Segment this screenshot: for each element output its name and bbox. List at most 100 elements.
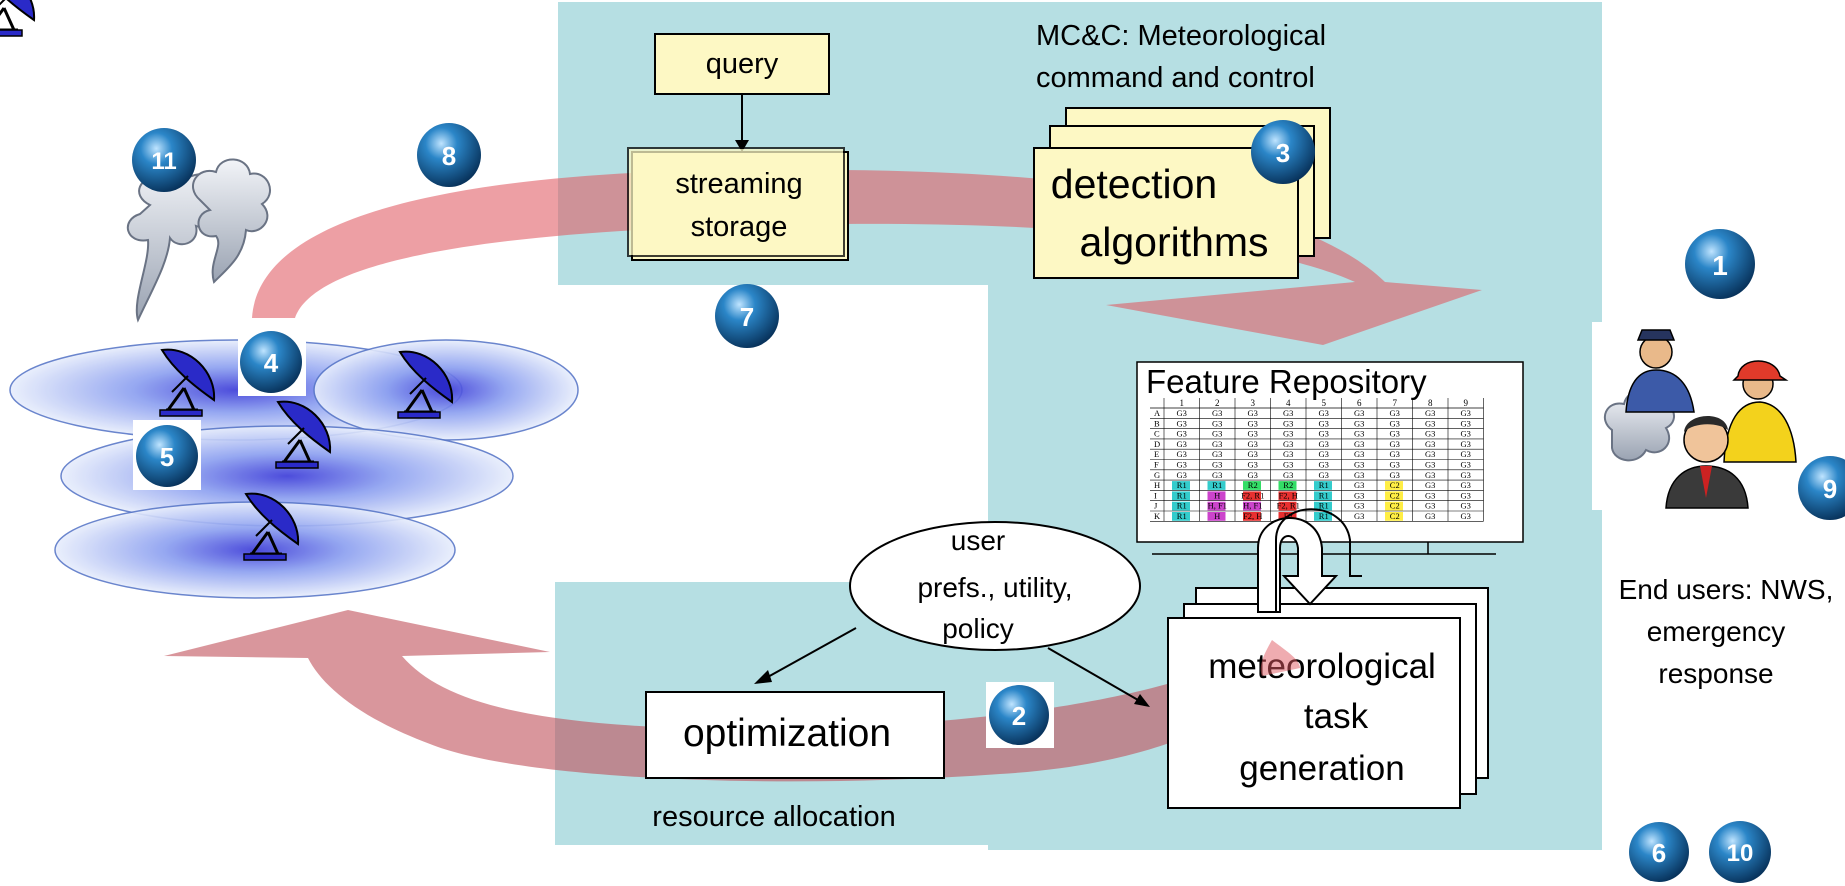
streaming-label: streaming xyxy=(675,168,802,200)
grid-cell-highlight xyxy=(1207,501,1226,511)
grid-cell-highlight xyxy=(1243,501,1261,511)
mcc-title-line2: command and control xyxy=(1036,62,1315,94)
grid-cell: G3 xyxy=(1248,408,1258,418)
grid-cell: G3 xyxy=(1319,460,1329,470)
grid-cell: R2 xyxy=(1248,480,1258,490)
grid-cell: G3 xyxy=(1390,408,1400,418)
detection-label-line2: algorithms xyxy=(1079,219,1268,265)
grid-cell-highlight xyxy=(1278,491,1297,501)
grid-cell: G3 xyxy=(1390,439,1400,449)
grid-cell: G3 xyxy=(1461,460,1471,470)
grid-col-header: 2 xyxy=(1215,398,1220,408)
task-label-line2: task xyxy=(1304,697,1369,736)
grid-col-header: 8 xyxy=(1428,398,1433,408)
grid-cell: G3 xyxy=(1354,511,1364,521)
grid-cell-highlight xyxy=(1314,501,1332,511)
grid-cell: G3 xyxy=(1425,418,1435,428)
grid-col-header: 3 xyxy=(1251,398,1256,408)
grid-cell: G3 xyxy=(1212,418,1222,428)
arrow-tail-overlay xyxy=(1260,640,1300,676)
step-badge-1: 1 xyxy=(1685,229,1755,299)
grid-cell: G3 xyxy=(1177,418,1187,428)
grid-cell: G3 xyxy=(1425,470,1435,480)
grid-cell: F2, H xyxy=(1279,490,1298,500)
grid-cell-highlight xyxy=(1172,512,1190,521)
grid-cell: G3 xyxy=(1425,449,1435,459)
svg-text:9: 9 xyxy=(1823,474,1837,504)
grid-col-header: 5 xyxy=(1322,398,1327,408)
svg-text:7: 7 xyxy=(740,302,754,332)
grid-cell: C2 xyxy=(1390,480,1400,490)
end-users-illustration xyxy=(1592,322,1797,510)
grid-cell-highlight xyxy=(1385,491,1403,501)
grid-cell: G3 xyxy=(1354,429,1364,439)
grid-cell: G3 xyxy=(1212,439,1222,449)
grid-cell: G3 xyxy=(1283,429,1293,439)
user-prefs-ellipse: user prefs., utility, policy xyxy=(849,521,1141,651)
grid-cell: G3 xyxy=(1212,470,1222,480)
grid-cell: G3 xyxy=(1283,418,1293,428)
grid-cell: H, F1 xyxy=(1208,501,1227,511)
grid-cell: G3 xyxy=(1248,449,1258,459)
grid-cell: G3 xyxy=(1177,449,1187,459)
grid-cell: G3 xyxy=(1425,490,1435,500)
grid-cell: G3 xyxy=(1177,439,1187,449)
mcc-title-line1: MC&C: Meteorological xyxy=(1036,20,1326,52)
grid-cell: G3 xyxy=(1212,429,1222,439)
grid-cell: G3 xyxy=(1425,501,1435,511)
svg-text:1: 1 xyxy=(1712,250,1728,281)
grid-cell: G3 xyxy=(1354,439,1364,449)
grid-cell: G3 xyxy=(1283,460,1293,470)
grid-cell: F2, R1 xyxy=(1241,490,1264,500)
grid-cell: R1 xyxy=(1319,511,1329,521)
step-badge-11: 11 xyxy=(132,128,196,192)
grid-cell: R1 xyxy=(1319,501,1329,511)
grid-cell: C2 xyxy=(1390,490,1400,500)
storage-label: storage xyxy=(691,211,788,243)
resource-allocation-label: resource allocation xyxy=(652,801,895,833)
grid-row-label: A xyxy=(1154,408,1161,418)
end-users-line3: response xyxy=(1658,658,1773,689)
user-prefs-line3: policy xyxy=(942,613,1014,644)
svg-text:6: 6 xyxy=(1652,838,1666,868)
grid-cell: G3 xyxy=(1248,470,1258,480)
grid-cell: G3 xyxy=(1461,490,1471,500)
grid-cell: G3 xyxy=(1319,408,1329,418)
grid-cell: R1 xyxy=(1177,511,1187,521)
grid-cell: R1 xyxy=(1177,501,1187,511)
grid-cell: G3 xyxy=(1461,408,1471,418)
grid-cell: G3 xyxy=(1354,460,1364,470)
radar-network xyxy=(0,0,579,599)
grid-cell-highlight xyxy=(1314,481,1332,490)
grid-cell: C2 xyxy=(1390,501,1400,511)
detection-label-line1: detection xyxy=(1051,161,1217,207)
grid-cell: G3 xyxy=(1319,449,1329,459)
grid-cell-highlight xyxy=(1278,481,1297,490)
grid-cell: G3 xyxy=(1248,460,1258,470)
svg-text:10: 10 xyxy=(1727,840,1754,867)
grid-cell: R1 xyxy=(1319,490,1329,500)
optimization-label: optimization xyxy=(683,712,891,755)
grid-cell-highlight xyxy=(1314,512,1332,521)
grid-cell: G3 xyxy=(1425,408,1435,418)
step-badge-8: 8 xyxy=(417,123,481,187)
grid-row-label: B xyxy=(1154,418,1160,428)
grid-row-label: H xyxy=(1154,480,1160,490)
grid-cell: G3 xyxy=(1425,439,1435,449)
grid-cell: G3 xyxy=(1461,480,1471,490)
grid-cell: H, F1 xyxy=(1243,501,1262,511)
grid-cell: G3 xyxy=(1390,429,1400,439)
grid-cell: G3 xyxy=(1425,460,1435,470)
grid-cell: G3 xyxy=(1461,418,1471,428)
grid-cell-highlight xyxy=(1243,512,1261,521)
grid-cell: G3 xyxy=(1319,418,1329,428)
grid-cell: G3 xyxy=(1248,429,1258,439)
grid-col-header: 1 xyxy=(1180,398,1185,408)
grid-row-label: K xyxy=(1154,511,1161,521)
grid-cell: G3 xyxy=(1177,460,1187,470)
grid-cell: G3 xyxy=(1390,460,1400,470)
grid-cell: G3 xyxy=(1212,408,1222,418)
prefs-to-optimization-arrow xyxy=(754,627,857,684)
grid-cell: G3 xyxy=(1248,418,1258,428)
